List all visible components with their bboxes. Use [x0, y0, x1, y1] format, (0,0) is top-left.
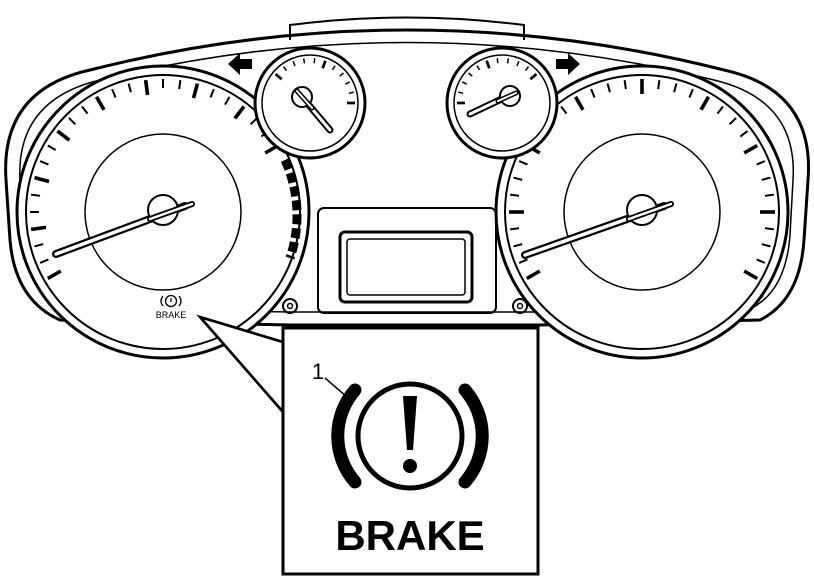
- gauge-tick: [761, 176, 771, 181]
- small-left-gauge-ticks: [274, 58, 355, 105]
- small-right-gauge-ticks: [457, 58, 538, 105]
- gauge-tick: [39, 160, 49, 166]
- cluster-brake-label: BRAKE: [156, 310, 187, 320]
- gauge-tick: [339, 72, 344, 77]
- gauge-tick: [699, 95, 711, 111]
- gauge-tick: [348, 91, 354, 95]
- gauge-tick: [127, 83, 132, 93]
- gauge-tick: [756, 160, 766, 166]
- gauge-tick: [657, 80, 661, 90]
- gauge-tick: [224, 96, 231, 106]
- gauge-tick: [764, 227, 774, 231]
- gauge-tick: [529, 73, 538, 81]
- center-recess: [317, 207, 497, 314]
- gauge-tick: [111, 88, 117, 98]
- right-gauge-face: [563, 133, 721, 291]
- gauge-tick: [39, 258, 49, 264]
- cluster-brake-indicator: BRAKE: [156, 294, 187, 320]
- gauge-tick: [739, 130, 749, 138]
- gauge-tick: [34, 243, 44, 248]
- gauge-tick: [518, 160, 528, 166]
- gauge-tick: [313, 58, 316, 64]
- gauge-tick: [458, 91, 464, 95]
- callout-number-leader: [324, 377, 348, 398]
- gauge-tick: [468, 72, 473, 77]
- small-left-gauge: [253, 46, 367, 160]
- gauge-tick: [764, 193, 774, 197]
- gauge-tick: [191, 83, 200, 99]
- gauge-tick: [516, 60, 520, 67]
- gauge-tick: [331, 65, 336, 71]
- gauge-tick: [590, 88, 596, 98]
- gauge-tick: [209, 88, 215, 98]
- info-display: [338, 230, 474, 304]
- cluster-housing-outer: [4, 28, 810, 327]
- gauge-tick: [573, 95, 585, 111]
- gauge-tick: [302, 58, 306, 64]
- gauge-tick: [321, 60, 327, 69]
- gauge-tick: [525, 269, 541, 281]
- brake-warning-icon: [331, 381, 489, 491]
- gauge-tick: [496, 58, 499, 64]
- gauge-tick: [743, 143, 759, 155]
- screw-left-center: [286, 302, 294, 310]
- gauge-tick: [68, 117, 77, 126]
- gauge-tick: [716, 105, 724, 115]
- gauge-tick: [30, 225, 47, 232]
- gauge-tick: [688, 88, 694, 98]
- gauge-tick: [518, 258, 528, 264]
- gauge-tick: [606, 83, 611, 93]
- small-right-gauge: [445, 46, 559, 160]
- callout-brake-label: BRAKE: [335, 512, 484, 559]
- gauge-tick: [178, 80, 182, 90]
- left-gauge-arc-band: [280, 158, 302, 260]
- gauge-tick: [756, 258, 766, 264]
- gauge-tick: [673, 83, 678, 93]
- gauge-tick: [743, 269, 759, 281]
- gauge-tick: [510, 193, 520, 197]
- gauge-tick: [728, 117, 737, 126]
- gauge-tick: [31, 193, 41, 197]
- gauge-tick: [143, 79, 150, 96]
- screw-right: [512, 298, 528, 314]
- gauge-tick: [476, 65, 481, 71]
- top-visor: [289, 16, 525, 40]
- gauge-tick: [81, 105, 89, 115]
- info-display-inner: [346, 238, 466, 296]
- gauge-tick: [461, 81, 468, 85]
- gauge-tick: [761, 243, 771, 248]
- gauge-tick: [94, 95, 106, 111]
- left-main-gauge: [15, 64, 311, 360]
- gauge-tick: [510, 227, 520, 231]
- screw-left: [282, 298, 298, 314]
- gauge-tick: [344, 81, 351, 85]
- gauge-tick: [282, 66, 288, 72]
- gauge-tick: [47, 144, 57, 151]
- callout-number: 1: [312, 359, 324, 384]
- gauge-tick: [46, 269, 62, 281]
- gauge-tick: [56, 129, 71, 142]
- gauge-tick: [560, 105, 568, 115]
- left-gauge-ticks: [30, 79, 280, 281]
- left-gauge-face: [84, 133, 242, 291]
- gauge-tick: [292, 60, 296, 67]
- gauge-tick: [524, 66, 530, 72]
- turn-signal-left-icon: [228, 53, 252, 75]
- gauge-tick: [274, 73, 283, 81]
- gauge-tick: [485, 60, 491, 69]
- gauge-tick: [506, 58, 510, 64]
- callout-box: [281, 326, 540, 576]
- gauge-tick: [623, 80, 627, 90]
- turn-signal-right-icon: [556, 53, 580, 75]
- gauge-tick: [34, 175, 50, 184]
- gauge-tick: [513, 243, 523, 248]
- screw-right-center: [516, 302, 524, 310]
- gauge-tick: [233, 105, 246, 120]
- gauge-tick: [513, 176, 523, 181]
